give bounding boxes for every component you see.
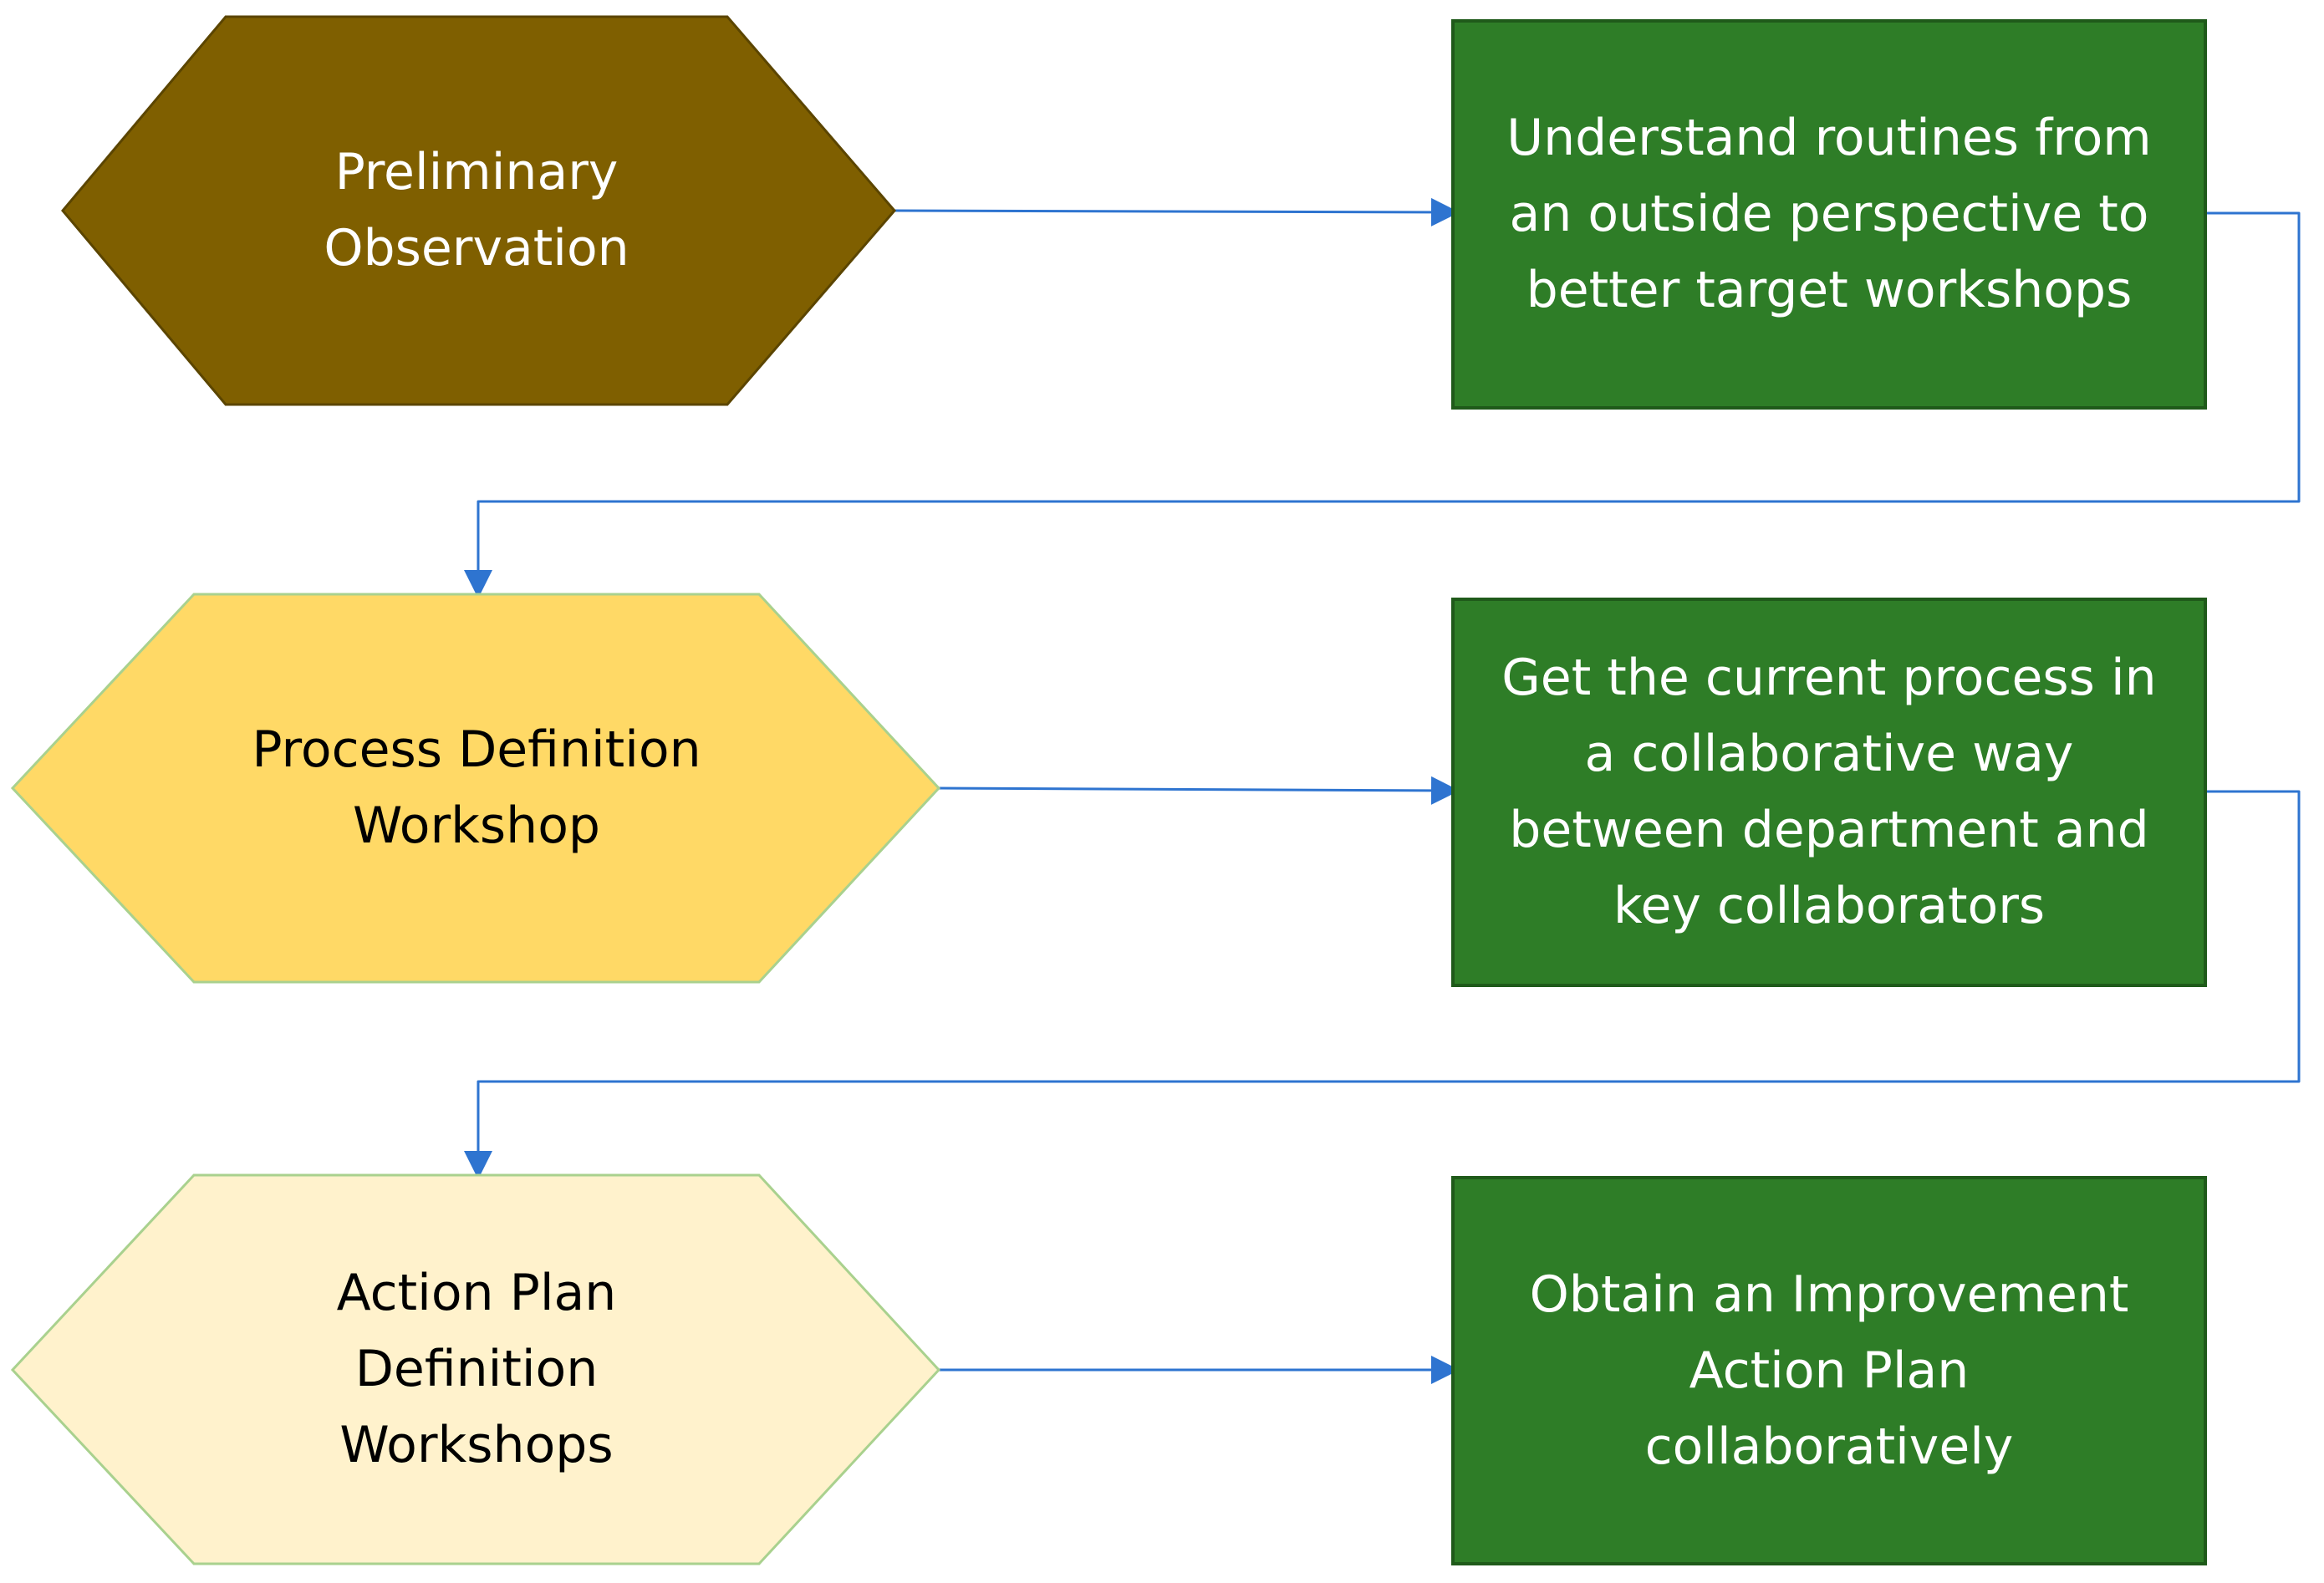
arrow-step-2-to-outcome-2 <box>938 776 1460 805</box>
outcome-box-1 <box>1451 19 2207 410</box>
outcome-text-improvement-action-plan: Obtain an Improvement Action Plan collab… <box>1529 1265 2129 1476</box>
step-hexagon-preliminary-observation <box>61 15 896 406</box>
step-hexagon-process-definition-workshop <box>10 593 941 984</box>
outcome-text-get-current-process: Get the current process in a collaborati… <box>1501 649 2157 935</box>
step-shapes <box>10 15 941 1565</box>
step-label-process-definition-workshop: Process Definition Workshop <box>252 720 701 855</box>
connector-outcome-1-to-step-2 <box>464 211 2301 598</box>
outcome-text-understand-routines: Understand routines from an outside pers… <box>1506 109 2152 319</box>
connectors <box>464 197 2301 1384</box>
outcome-shapes <box>1451 19 2207 1565</box>
outcome-box-3 <box>1451 1176 2207 1565</box>
step-label-action-plan-definition-workshops: Action Plan Definition Workshops <box>336 1264 617 1474</box>
arrow-step-1-to-outcome-1 <box>894 197 1460 227</box>
step-hexagon-action-plan-definition-workshops <box>10 1173 941 1565</box>
connector-outcome-2-to-step-3 <box>464 790 2301 1179</box>
step-label-preliminary-observation: Preliminary Observation <box>324 143 629 277</box>
outcome-box-2 <box>1451 598 2207 987</box>
